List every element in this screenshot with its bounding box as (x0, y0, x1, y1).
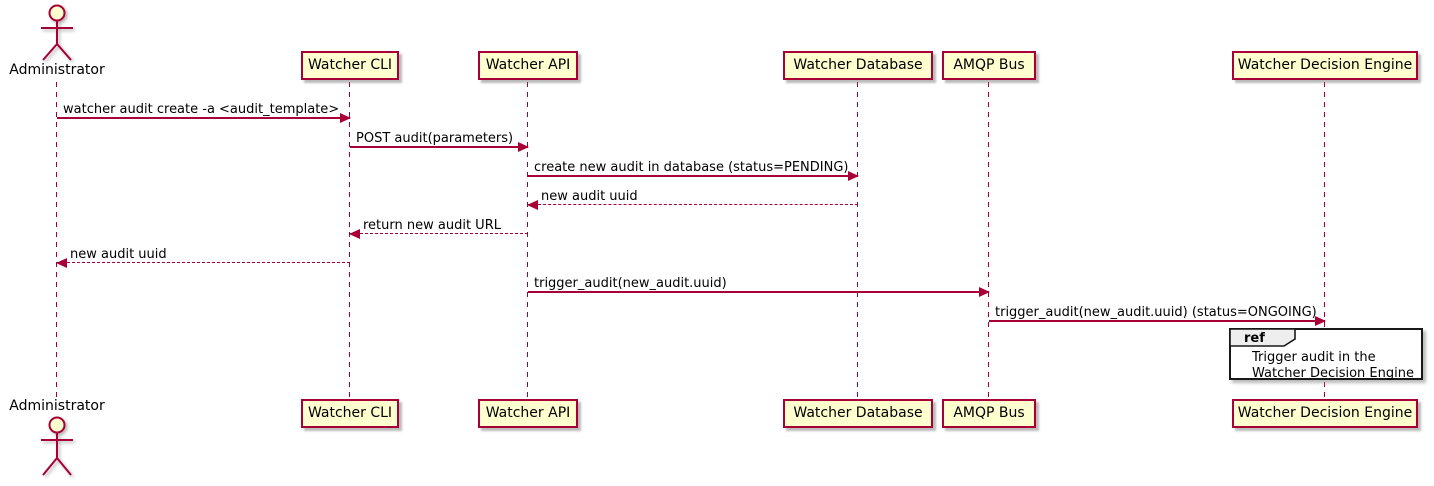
participant-watcher-api-top: Watcher API (478, 51, 578, 80)
message-label: create new audit in database (status=PEN… (534, 160, 849, 175)
participant-watcher-database-top: Watcher Database (783, 51, 933, 80)
lifeline-watcher-api (527, 82, 528, 400)
arrowhead-icon (979, 287, 990, 297)
participant-watcher-decision-engine-top: Watcher Decision Engine (1232, 51, 1418, 80)
participant-amqp-bus-top: AMQP Bus (942, 51, 1036, 80)
message-7-trigger-audit: trigger_audit(new_audit.uuid) (528, 276, 990, 297)
ref-text-line: Watcher Decision Engine (1252, 365, 1414, 381)
message-arrow (350, 142, 529, 152)
arrowhead-icon (56, 258, 67, 268)
ref-keyword: ref (1244, 331, 1265, 346)
participant-watcher-api-bottom: Watcher API (478, 399, 578, 428)
arrowhead-icon (518, 142, 529, 152)
message-5-return-audit-url: return new audit URL (349, 218, 528, 239)
message-arrow (528, 287, 990, 297)
actor-figure-icon (41, 416, 73, 476)
ref-header-pentagon-icon (1229, 328, 1296, 347)
message-2-post-audit: POST audit(parameters) (350, 131, 529, 152)
message-6-new-audit-uuid-admin: new audit uuid (56, 247, 350, 268)
ref-fragment: ref Trigger audit in the Watcher Decisio… (1229, 328, 1423, 381)
actor-label-top: Administrator (9, 62, 105, 78)
message-8-trigger-audit-ongoing: trigger_audit(new_audit.uuid) (status=ON… (989, 305, 1326, 326)
participant-amqp-bus-bottom: AMQP Bus (942, 399, 1036, 428)
message-label: new audit uuid (70, 247, 167, 262)
message-label: POST audit(parameters) (356, 131, 514, 146)
actor-label-bottom: Administrator (9, 398, 105, 414)
arrowhead-icon (340, 113, 351, 123)
message-label: return new audit URL (363, 218, 501, 233)
message-label: trigger_audit(new_audit.uuid) (534, 276, 727, 291)
arrowhead-icon (848, 171, 859, 181)
participant-watcher-database-bottom: Watcher Database (783, 399, 933, 428)
message-arrow (56, 258, 350, 268)
message-4-new-audit-uuid: new audit uuid (527, 189, 858, 210)
message-label: new audit uuid (541, 189, 638, 204)
lifeline-amqp-bus (988, 82, 989, 400)
message-arrow (989, 316, 1326, 326)
arrowhead-icon (527, 200, 538, 210)
lifeline-watcher-decision-engine (1324, 82, 1325, 400)
message-3-create-audit-db: create new audit in database (status=PEN… (528, 160, 859, 181)
message-arrow (528, 171, 859, 181)
lifeline-watcher-database (857, 82, 858, 400)
ref-text-line: Trigger audit in the (1252, 350, 1376, 365)
participant-watcher-cli-top: Watcher CLI (301, 51, 399, 80)
message-label: watcher audit create -a <audit_template> (63, 102, 340, 117)
lifeline-watcher-cli (349, 82, 350, 400)
arrowhead-icon (349, 229, 360, 239)
message-label: trigger_audit(new_audit.uuid) (status=ON… (995, 305, 1317, 320)
message-1-audit-create: watcher audit create -a <audit_template> (57, 102, 351, 123)
arrowhead-icon (1315, 316, 1326, 326)
message-arrow (527, 200, 858, 210)
participant-watcher-decision-engine-bottom: Watcher Decision Engine (1232, 399, 1418, 428)
lifeline-administrator (56, 82, 57, 400)
message-arrow (349, 229, 528, 239)
actor-figure-icon (41, 4, 73, 61)
participant-watcher-cli-bottom: Watcher CLI (301, 399, 399, 428)
message-arrow (57, 113, 351, 123)
